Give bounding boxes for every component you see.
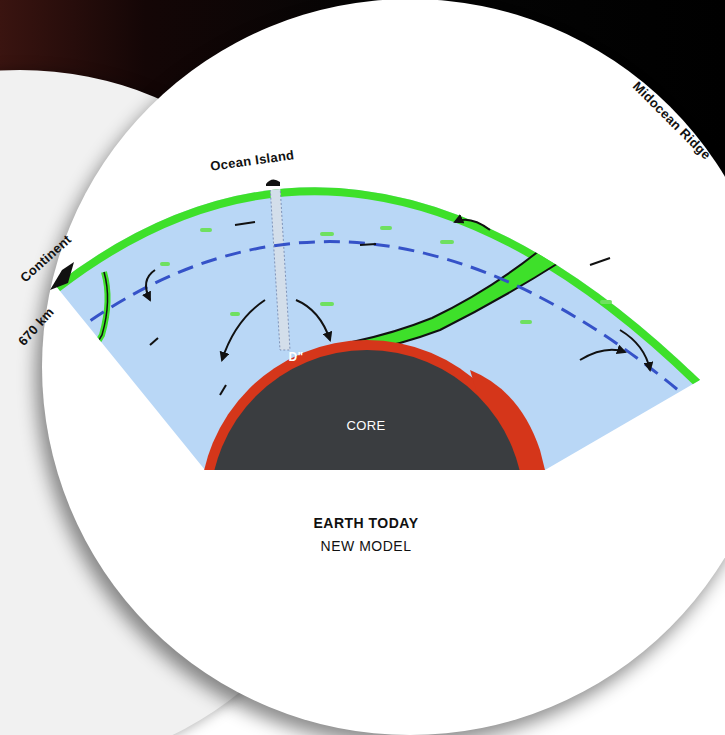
region-name: D" bbox=[288, 350, 303, 364]
green-blobs bbox=[160, 226, 612, 324]
mantle-plume bbox=[270, 185, 290, 350]
layer-band: D" bbox=[286, 349, 305, 365]
mantle bbox=[55, 187, 700, 470]
continent-block bbox=[50, 262, 74, 290]
diagram-title: EARTH TODAY bbox=[313, 515, 418, 531]
continental-slab-edge bbox=[96, 272, 108, 345]
ocean-island bbox=[266, 179, 280, 186]
continental-slab bbox=[96, 272, 108, 345]
core bbox=[210, 350, 524, 470]
ridge-crust bbox=[660, 260, 700, 380]
d-double-prime-layer bbox=[200, 340, 534, 470]
core-region: CORE bbox=[344, 417, 387, 434]
region-name: CORE bbox=[346, 418, 385, 433]
diagram-subtitle: NEW MODEL bbox=[321, 538, 412, 554]
